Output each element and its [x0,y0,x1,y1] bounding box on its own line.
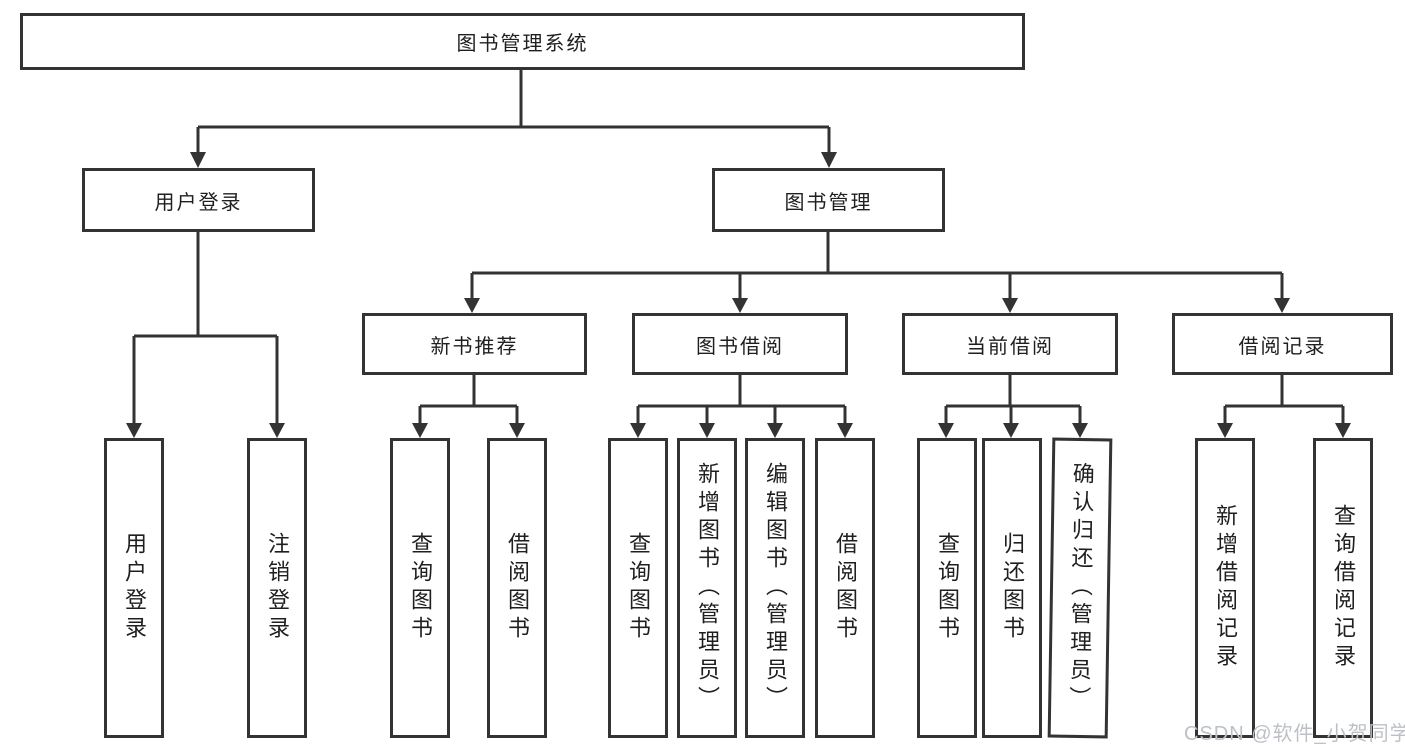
node-user-login: 用户登录 [82,168,315,232]
leaf-current-query-book: 查询图书 [917,438,977,738]
leaf-edit-book-admin: 编辑图书（管理员） [745,438,805,738]
leaf-query-borrow-record: 查询借阅记录 [1313,438,1373,738]
node-new-book-recommend-label: 新书推荐 [430,335,519,358]
leaf-current-query-book-label: 查询图书 [935,532,960,644]
leaf-borrow-query-book: 查询图书 [608,438,668,738]
node-book-management-label: 图书管理 [784,191,873,214]
node-current-borrow: 当前借阅 [902,313,1118,375]
leaf-add-book-admin-label: 新增图书（管理员） [695,462,720,714]
leaf-return-book: 归还图书 [982,438,1042,738]
node-new-book-recommend: 新书推荐 [362,313,587,375]
node-current-borrow-label: 当前借阅 [966,335,1054,358]
node-borrow-record: 借阅记录 [1172,313,1393,375]
leaf-add-book-admin: 新增图书（管理员） [677,438,737,738]
leaf-add-borrow-record: 新增借阅记录 [1195,438,1255,738]
leaf-user-login: 用户登录 [104,438,164,738]
leaf-recommend-query-book-label: 查询图书 [408,532,433,644]
leaf-logout-label: 注销登录 [265,532,290,644]
leaf-borrow-query-book-label: 查询图书 [626,532,651,644]
leaf-query-borrow-record-label: 查询借阅记录 [1331,504,1356,672]
leaf-add-borrow-record-label: 新增借阅记录 [1213,504,1238,672]
csdn-watermark: CSDN @软件_小贺同学 [1184,723,1405,745]
leaf-logout: 注销登录 [247,438,307,738]
leaf-borrow-book: 借阅图书 [815,438,875,738]
leaf-return-book-label: 归还图书 [1000,532,1025,644]
leaf-confirm-return-admin: 确认归还（管理员） [1047,437,1113,739]
leaf-recommend-borrow-book: 借阅图书 [487,438,547,738]
node-borrow-record-label: 借阅记录 [1238,335,1327,358]
node-book-management: 图书管理 [712,168,945,232]
leaf-recommend-borrow-book-label: 借阅图书 [505,532,530,644]
node-book-borrow-label: 图书借阅 [696,335,784,358]
node-user-login-label: 用户登录 [154,191,243,214]
arrowheads [126,152,1351,438]
node-book-borrow: 图书借阅 [632,313,848,375]
node-root: 图书管理系统 [20,13,1025,70]
leaf-confirm-return-admin-label: 确认归还（管理员） [1066,461,1095,715]
leaf-edit-book-admin-label: 编辑图书（管理员） [763,462,788,714]
leaf-recommend-query-book: 查询图书 [390,438,450,738]
leaf-borrow-book-label: 借阅图书 [833,532,858,644]
node-root-label: 图书管理系统 [456,33,589,55]
leaf-user-login-label: 用户登录 [122,532,147,644]
